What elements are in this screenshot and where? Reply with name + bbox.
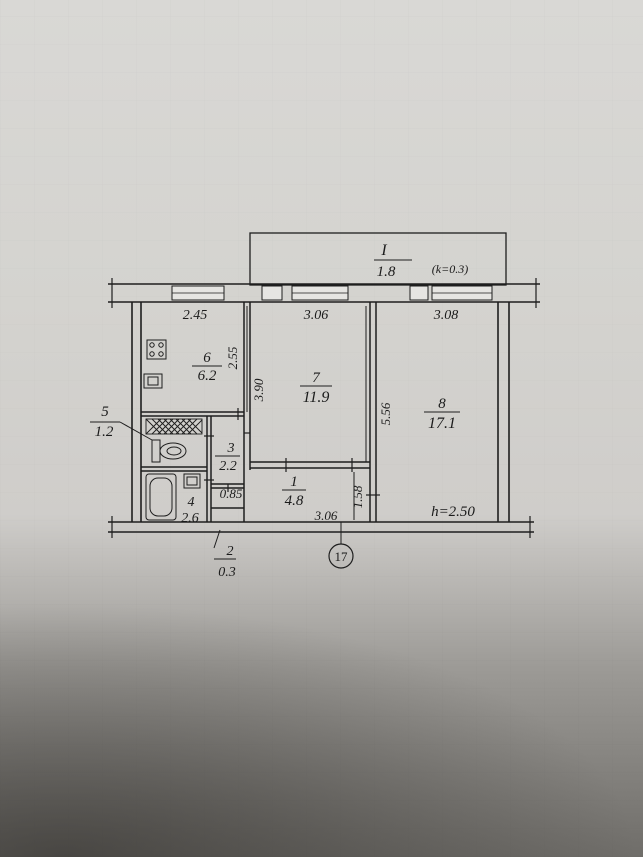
kitchen-sink-icon [143, 373, 163, 389]
top-windows [171, 285, 493, 301]
duct-hatch [145, 418, 203, 435]
top-wall [108, 278, 540, 308]
r5-leader-line [119, 421, 153, 441]
dim-bath-width: 0.85 [220, 486, 243, 501]
bathtub-icon [145, 473, 177, 521]
room-8-area: 17.1 [428, 415, 456, 432]
room-7-area: 11.9 [303, 389, 330, 406]
door-marks [204, 408, 380, 496]
dim-top-mid: 3.06 [303, 308, 329, 323]
room-5-area: 1.2 [95, 424, 114, 440]
balcony-area: 1.8 [377, 264, 396, 280]
room-7-number: 7 [312, 370, 321, 386]
dim-hall-depth: 1.58 [350, 485, 365, 508]
room-4-number: 4 [188, 495, 195, 510]
photo-shadow [0, 600, 643, 857]
axis-mark: 17 [335, 549, 349, 564]
stove-icon [146, 339, 167, 360]
room-3-number: 3 [227, 441, 235, 456]
room-4-area: 2.6 [181, 511, 199, 526]
balcony-coef: (k=0.3) [432, 262, 468, 276]
dim-bottom-mid: 3.06 [314, 508, 338, 523]
dim-room8-depth: 5.56 [378, 402, 393, 425]
dim-top-left: 2.45 [183, 308, 208, 323]
toilet-icon [151, 439, 187, 463]
room-3-area: 2.2 [219, 459, 237, 474]
dimension-lines [213, 306, 367, 549]
room-6-number: 6 [203, 350, 211, 366]
dim-top-right: 3.08 [433, 308, 459, 323]
room-2-area: 0.3 [218, 565, 236, 580]
balcony-number: I [380, 242, 387, 259]
room-5-number: 5 [101, 404, 109, 420]
room-6-area: 6.2 [198, 368, 217, 384]
axis-circle [328, 543, 354, 569]
ceiling-height: h=2.50 [431, 504, 475, 520]
room-1-area: 4.8 [285, 493, 304, 509]
dim-kitchen-depth: 2.55 [225, 346, 240, 369]
room-2-number: 2 [227, 544, 234, 559]
room-8-number: 8 [438, 396, 446, 412]
washbasin-icon [183, 473, 201, 489]
room-1-number: 1 [290, 474, 298, 490]
dim-room7-depth: 3.90 [251, 378, 266, 402]
bottom-wall [108, 516, 534, 538]
balcony-outline [249, 232, 507, 286]
